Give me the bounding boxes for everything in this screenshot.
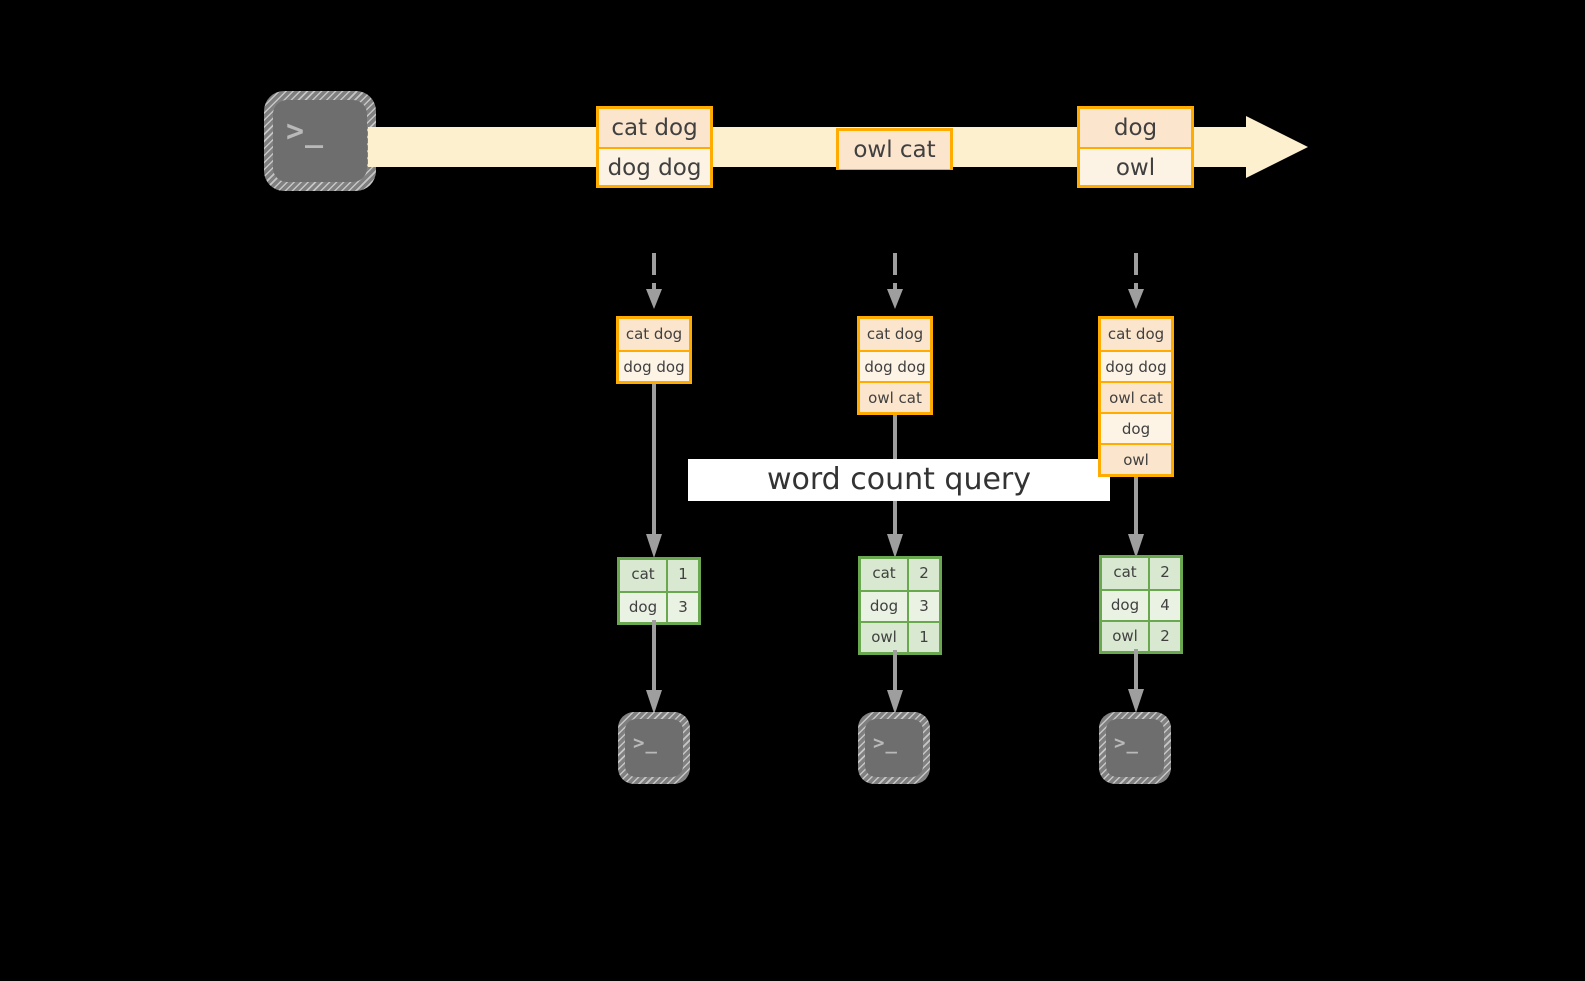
terminal-prompt-glyph: >_ xyxy=(286,114,325,149)
state-row: dog xyxy=(1101,412,1171,443)
result-count: 2 xyxy=(1150,622,1180,651)
result-word: cat xyxy=(1102,558,1150,589)
stream-message-line: owl xyxy=(1080,147,1191,185)
state-table-2[interactable]: cat dog dog dog owl cat xyxy=(857,316,933,415)
result-row: dog 4 xyxy=(1102,589,1180,620)
stream-message-line: owl cat xyxy=(839,131,950,169)
query-label-text: word count query xyxy=(766,462,1032,497)
result-row: dog 3 xyxy=(861,590,939,621)
result-word: cat xyxy=(861,559,909,590)
result-row: dog 3 xyxy=(620,591,698,622)
result-word: owl xyxy=(1102,622,1150,651)
result-table-1[interactable]: cat 1 dog 3 xyxy=(617,557,701,625)
result-word: dog xyxy=(620,593,668,622)
result-count: 1 xyxy=(909,623,939,652)
query-label: word count query xyxy=(688,459,1110,501)
result-table-2[interactable]: cat 2 dog 3 owl 1 xyxy=(858,556,942,655)
result-word: dog xyxy=(861,592,909,621)
result-word: owl xyxy=(861,623,909,652)
result-to-sink-arrow-2 xyxy=(887,650,903,716)
state-row: dog dog xyxy=(1101,350,1171,381)
result-word: dog xyxy=(1102,591,1150,620)
state-row: owl cat xyxy=(860,381,930,412)
terminal-screen xyxy=(625,719,683,777)
source-terminal-icon[interactable]: >_ xyxy=(264,91,376,191)
result-count: 2 xyxy=(1150,558,1180,589)
state-row: cat dog xyxy=(619,319,689,350)
terminal-screen xyxy=(273,100,367,182)
result-to-sink-arrow-1 xyxy=(646,620,662,716)
terminal-prompt-glyph: >_ xyxy=(1114,732,1139,754)
state-row: dog dog xyxy=(860,350,930,381)
result-count: 1 xyxy=(668,560,698,591)
state-to-result-arrow-1 xyxy=(646,382,662,560)
stream-to-state-arrow-2 xyxy=(887,253,903,315)
stream-message-line: dog dog xyxy=(599,147,710,185)
state-row: owl cat xyxy=(1101,381,1171,412)
result-row: cat 1 xyxy=(620,560,698,591)
result-count: 3 xyxy=(909,592,939,621)
terminal-prompt-glyph: >_ xyxy=(633,732,658,754)
result-to-sink-arrow-3 xyxy=(1128,649,1144,715)
stream-message-line: cat dog xyxy=(599,109,710,147)
state-row: cat dog xyxy=(1101,319,1171,350)
stream-to-state-arrow-1 xyxy=(646,253,662,315)
stream-to-state-arrow-3 xyxy=(1128,253,1144,315)
sink-terminal-icon-3[interactable]: >_ xyxy=(1099,712,1171,784)
result-row: cat 2 xyxy=(1102,558,1180,589)
terminal-screen xyxy=(1106,719,1164,777)
terminal-screen xyxy=(865,719,923,777)
state-table-1[interactable]: cat dog dog dog xyxy=(616,316,692,384)
state-row: cat dog xyxy=(860,319,930,350)
state-row: dog dog xyxy=(619,350,689,381)
stream-message-2[interactable]: owl cat xyxy=(836,128,953,170)
result-count: 3 xyxy=(668,593,698,622)
state-to-result-arrow-3 xyxy=(1128,474,1144,560)
state-row: owl xyxy=(1101,443,1171,474)
terminal-prompt-glyph: >_ xyxy=(873,732,898,754)
stream-message-1[interactable]: cat dog dog dog xyxy=(596,106,713,188)
result-word: cat xyxy=(620,560,668,591)
result-count: 2 xyxy=(909,559,939,590)
sink-terminal-icon-1[interactable]: >_ xyxy=(618,712,690,784)
sink-terminal-icon-2[interactable]: >_ xyxy=(858,712,930,784)
result-row: cat 2 xyxy=(861,559,939,590)
result-table-3[interactable]: cat 2 dog 4 owl 2 xyxy=(1099,555,1183,654)
result-count: 4 xyxy=(1150,591,1180,620)
result-row: owl 1 xyxy=(861,621,939,652)
state-table-3[interactable]: cat dog dog dog owl cat dog owl xyxy=(1098,316,1174,477)
stream-message-3[interactable]: dog owl xyxy=(1077,106,1194,188)
stream-message-line: dog xyxy=(1080,109,1191,147)
result-row: owl 2 xyxy=(1102,620,1180,651)
